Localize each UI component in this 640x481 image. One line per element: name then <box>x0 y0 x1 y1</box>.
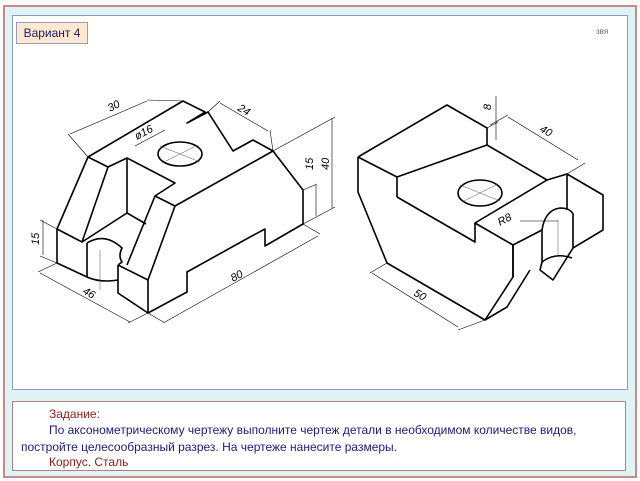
dim-15-left: 15 <box>30 232 42 245</box>
dim-8: 8 <box>482 103 494 110</box>
task-text: По аксонометрическому чертежу выполните … <box>21 423 577 454</box>
dim-15-right: 15 <box>304 157 316 170</box>
dim-80: 80 <box>229 268 246 285</box>
left-part-drawing: 30 24 ø16 15 40 15 80 46 <box>30 98 336 324</box>
dim-24: 24 <box>235 102 252 119</box>
author-tag: звя <box>596 27 609 36</box>
dim-46: 46 <box>81 285 98 302</box>
task-heading: Задание: <box>49 407 100 421</box>
variant-badge: Вариант 4 <box>16 22 88 44</box>
dim-diameter-16: ø16 <box>133 123 156 143</box>
dim-radius-8: R8 <box>496 211 515 229</box>
dim-40-right: 40 <box>538 123 555 140</box>
dim-50: 50 <box>412 287 429 304</box>
task-panel: Задание: По аксонометрическому чертежу в… <box>12 401 626 471</box>
task-part-material: Корпус. Сталь <box>49 455 129 469</box>
right-part-drawing: 8 40 R8 50 <box>357 96 604 331</box>
drawing-panel <box>12 15 628 390</box>
dim-40: 40 <box>320 157 332 170</box>
